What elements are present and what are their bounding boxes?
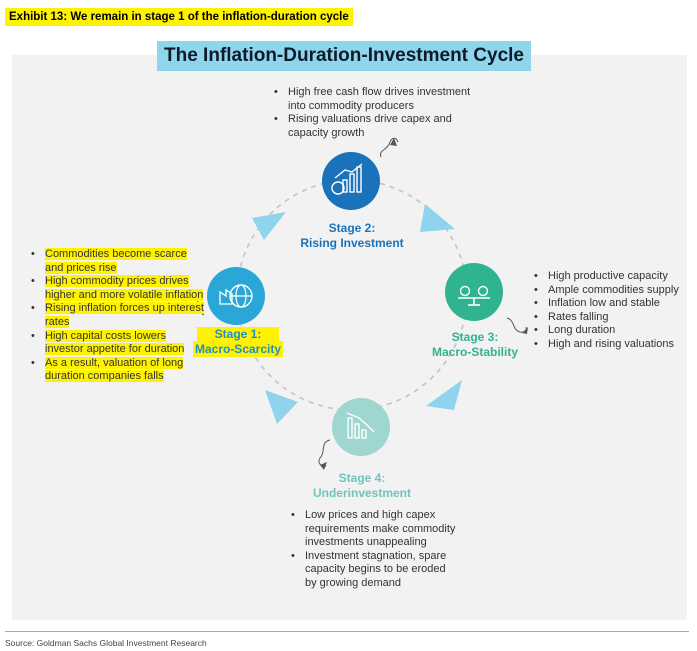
list-item: As a result, valuation of long duration … <box>29 356 204 384</box>
stage2-label: Stage 2: Rising Investment <box>296 221 408 251</box>
stage4-bullets: Low prices and high capex requirements m… <box>289 509 459 591</box>
growth-chart-money-icon <box>322 152 380 210</box>
stage1-label: Stage 1: Macro-Scarcity <box>190 327 286 357</box>
stage3-name: Macro-Stability <box>431 345 518 359</box>
exhibit-label: Exhibit 13: We remain in stage 1 of the … <box>5 8 353 26</box>
list-item: Inflation low and stable <box>532 297 682 311</box>
stage3-number: Stage 3: <box>451 330 499 344</box>
arrow-stage1-to-2 <box>252 212 286 240</box>
list-item: Investment stagnation, spare capacity be… <box>289 550 459 591</box>
balance-scale-icon <box>445 263 503 321</box>
stage4-number: Stage 4: <box>338 471 386 485</box>
list-item: Rates falling <box>532 311 682 325</box>
diagram-title: The Inflation-Duration-Investment Cycle <box>157 41 531 71</box>
list-item: Low prices and high capex requirements m… <box>289 509 459 550</box>
stage1-bullets: Commodities become scarce and prices ris… <box>29 248 204 384</box>
arrow-stage2-to-3 <box>420 204 455 232</box>
arrow-stage4-to-1 <box>265 390 298 424</box>
list-item: Rising inflation forces up interest rate… <box>29 302 204 329</box>
stage2-number: Stage 2: <box>328 221 376 235</box>
list-item: Long duration <box>532 324 682 338</box>
stage4-name: Underinvestment <box>312 486 412 500</box>
globe-factory-icon <box>207 267 265 325</box>
list-item: Rising valuations drive capex and capaci… <box>272 113 472 140</box>
list-item: High capital costs lowers investor appet… <box>29 329 204 357</box>
divider <box>5 631 689 632</box>
arrow-stage3-to-4 <box>426 380 462 410</box>
list-item: Ample commodities supply <box>532 284 682 298</box>
stage1-number: Stage 1: <box>190 327 286 342</box>
list-item: High free cash flow drives investment in… <box>272 86 472 113</box>
source-note: Source: Goldman Sachs Global Investment … <box>5 638 207 648</box>
stage1-name: Macro-Scarcity <box>192 341 284 357</box>
list-item: High commodity prices drives higher and … <box>29 275 204 302</box>
stage4-label: Stage 4: Underinvestment <box>310 471 414 501</box>
stage2-bullets: High free cash flow drives investment in… <box>272 86 472 140</box>
stage3-label: Stage 3: Macro-Stability <box>428 330 522 360</box>
list-item: High productive capacity <box>532 270 682 284</box>
connector-arrow-stage4 <box>318 439 331 467</box>
list-item: Commodities become scarce and prices ris… <box>29 248 204 275</box>
list-item: High and rising valuations <box>532 338 682 352</box>
connector-arrow-stage2 <box>379 137 399 158</box>
declining-chart-icon <box>332 398 390 456</box>
stage2-name: Rising Investment <box>300 236 404 250</box>
stage3-bullets: High productive capacity Ample commoditi… <box>532 270 682 352</box>
